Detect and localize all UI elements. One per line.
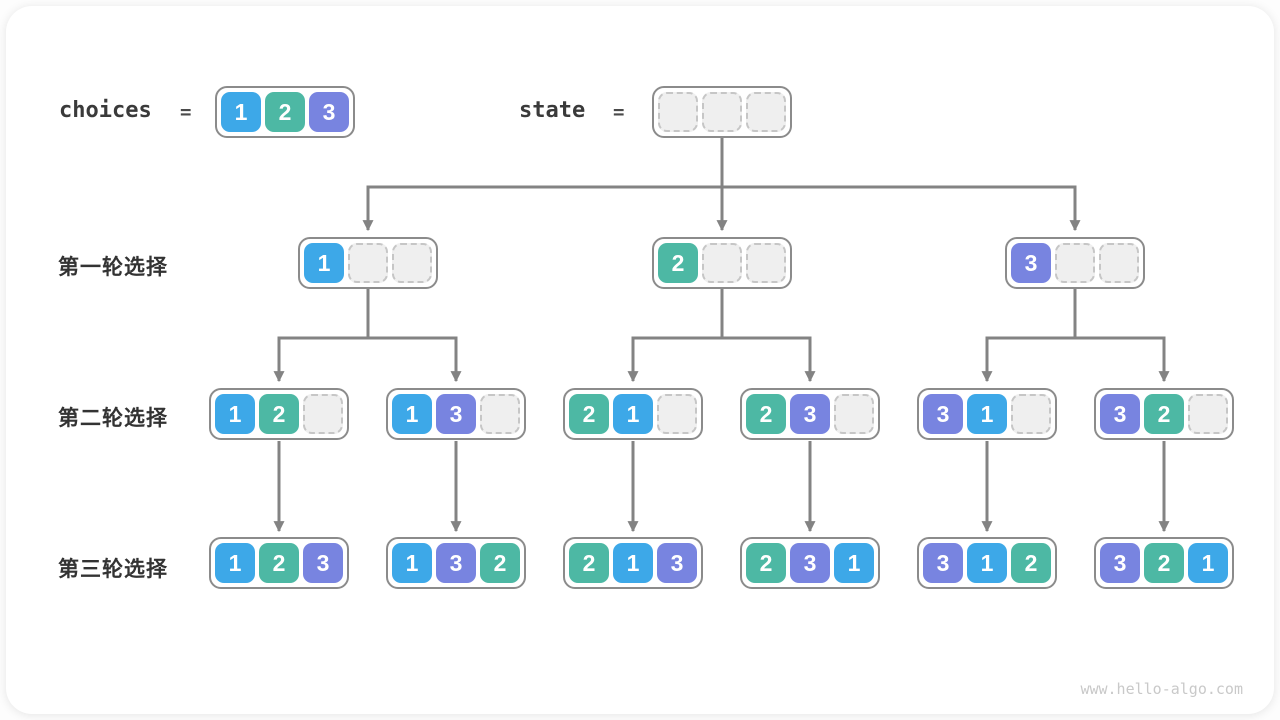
choice-cell-1: 1 [304, 243, 344, 283]
choice-cell-1: 1 [967, 394, 1007, 434]
state-array [652, 86, 792, 138]
choice-cell-2: 2 [746, 394, 786, 434]
choice-cell-3: 3 [790, 543, 830, 583]
empty-slot [657, 394, 697, 434]
round-3-label: 第三轮选择 [58, 558, 168, 581]
state-node-r1-1: 1 [298, 237, 438, 289]
choice-cell-3: 3 [923, 394, 963, 434]
choice-cell-1: 1 [392, 394, 432, 434]
empty-slot [1055, 243, 1095, 283]
watermark: www.hello-algo.com [1080, 680, 1243, 698]
empty-slot [702, 243, 742, 283]
choice-cell-2: 2 [746, 543, 786, 583]
choice-cell-1: 1 [613, 394, 653, 434]
choices-equals-sign: = [180, 101, 192, 123]
empty-slot [1099, 243, 1139, 283]
empty-slot [746, 243, 786, 283]
choice-cell-3: 3 [657, 543, 697, 583]
choice-cell-2: 2 [658, 243, 698, 283]
choice-cell-2: 2 [569, 394, 609, 434]
choice-cell-1: 1 [215, 543, 255, 583]
empty-slot [1011, 394, 1051, 434]
choices-label: choices [59, 98, 152, 123]
state-node-r1-2: 2 [652, 237, 792, 289]
choice-cell-2: 2 [480, 543, 520, 583]
choice-cell-2: 2 [1144, 543, 1184, 583]
choice-cell-1: 1 [967, 543, 1007, 583]
choice-cell-1: 1 [613, 543, 653, 583]
empty-slot [1188, 394, 1228, 434]
choice-cell-1: 1 [392, 543, 432, 583]
choice-cell-2: 2 [569, 543, 609, 583]
state-equals-sign: = [613, 101, 625, 123]
choice-cell-3: 3 [1100, 394, 1140, 434]
choice-cell-3: 3 [303, 543, 343, 583]
choice-cell-3: 3 [309, 92, 349, 132]
choice-cell-2: 2 [265, 92, 305, 132]
choice-cell-3: 3 [790, 394, 830, 434]
empty-slot [303, 394, 343, 434]
empty-slot [348, 243, 388, 283]
empty-slot [702, 92, 742, 132]
round-2-label: 第二轮选择 [58, 407, 168, 430]
choice-cell-3: 3 [923, 543, 963, 583]
state-label: state [519, 98, 586, 123]
empty-slot [834, 394, 874, 434]
choice-cell-1: 1 [221, 92, 261, 132]
choice-cell-2: 2 [1144, 394, 1184, 434]
choice-cell-1: 1 [834, 543, 874, 583]
empty-slot [658, 92, 698, 132]
choice-cell-1: 1 [1188, 543, 1228, 583]
empty-slot [746, 92, 786, 132]
state-node-r1-3: 3 [1005, 237, 1145, 289]
empty-slot [392, 243, 432, 283]
choice-cell-1: 1 [215, 394, 255, 434]
choice-cell-3: 3 [436, 394, 476, 434]
choice-cell-2: 2 [259, 394, 299, 434]
choice-cell-2: 2 [1011, 543, 1051, 583]
round-1-label: 第一轮选择 [58, 256, 168, 279]
choice-cell-2: 2 [259, 543, 299, 583]
choice-cell-3: 3 [1100, 543, 1140, 583]
choice-cell-3: 3 [436, 543, 476, 583]
choice-cell-3: 3 [1011, 243, 1051, 283]
empty-slot [480, 394, 520, 434]
